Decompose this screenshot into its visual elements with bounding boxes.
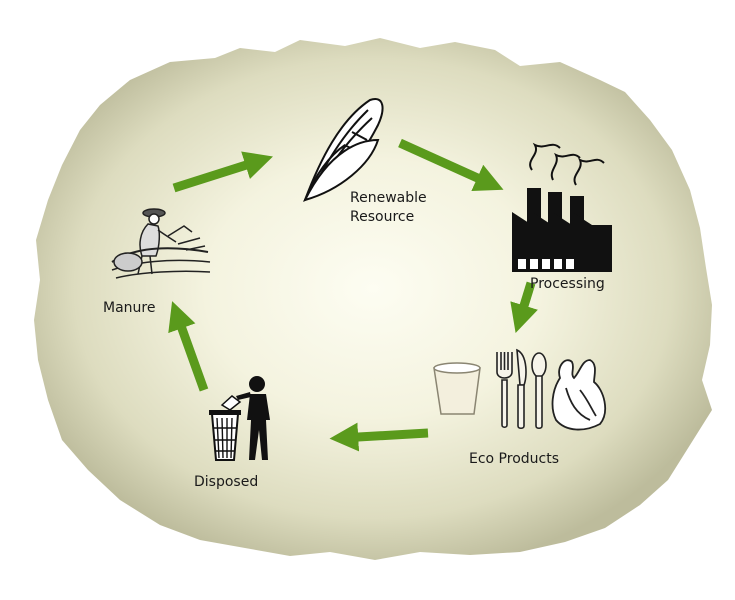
arrow-disposed-to-manure xyxy=(168,301,209,392)
label-processing: Processing xyxy=(530,276,605,292)
label-manure: Manure xyxy=(103,300,156,316)
factory-icon xyxy=(512,142,612,272)
cycle-arrows xyxy=(168,138,538,452)
label-renewable-line2: Resource xyxy=(350,209,415,225)
cup-icon xyxy=(433,362,481,415)
background-blob xyxy=(34,38,712,560)
plastic-bag-icon xyxy=(551,359,607,431)
arrow-processing-to-products xyxy=(510,281,538,334)
label-renewable-line1: Renewable xyxy=(350,190,427,206)
label-disposed: Disposed xyxy=(194,474,259,490)
farmer-icon xyxy=(111,208,211,279)
arrow-resource-to-processing xyxy=(398,138,504,192)
arrow-products-to-disposed xyxy=(329,422,429,452)
corn-icon xyxy=(303,98,384,202)
label-eco-products: Eco Products xyxy=(469,451,560,467)
arrow-manure-to-resource xyxy=(172,151,273,193)
cutlery-icon xyxy=(496,348,547,430)
label-renewable-resource: Renewable Resource xyxy=(350,189,427,227)
trash-person-icon xyxy=(209,376,270,461)
